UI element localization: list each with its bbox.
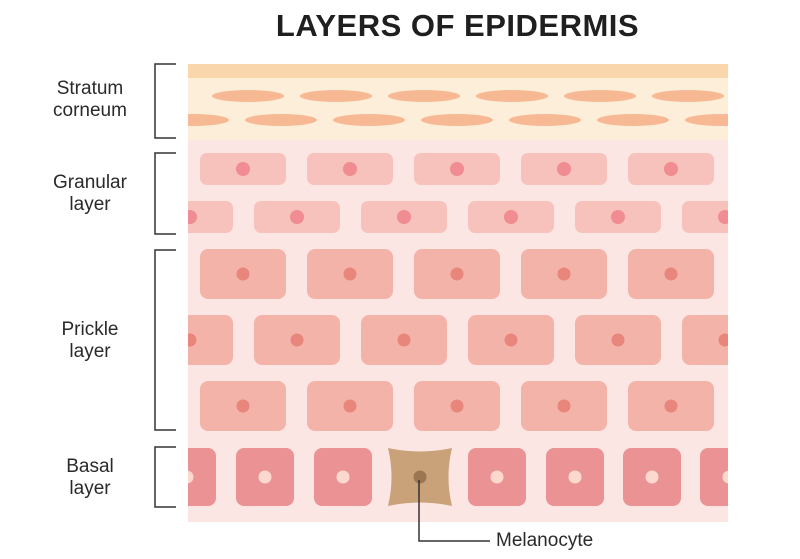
label-basal-layer: Basal layer (66, 456, 114, 499)
prickle-cell (682, 315, 728, 365)
label-granular-layer: Granular layer (53, 172, 127, 215)
granular-nucleus (504, 210, 518, 224)
prickle-nucleus (450, 399, 464, 413)
prickle-nucleus (397, 333, 411, 347)
granular-nucleus (188, 210, 197, 224)
melanocyte-nucleus (413, 470, 427, 484)
granular-nucleus (290, 210, 304, 224)
basal-cell (188, 448, 216, 506)
prickle-cell (188, 315, 233, 365)
granular-nucleus (450, 162, 464, 176)
granular-nucleus (236, 162, 250, 176)
corneum-cell (597, 114, 669, 126)
stratum-corneum-top-band (188, 64, 728, 78)
corneum-cell (245, 114, 317, 126)
granular-cell (735, 153, 800, 185)
granular-nucleus (611, 210, 625, 224)
corneum-cell (300, 90, 372, 102)
basal-nucleus (336, 470, 350, 484)
prickle-nucleus (450, 267, 464, 281)
corneum-cell (388, 90, 460, 102)
granular-nucleus (397, 210, 411, 224)
corneum-cell (421, 114, 493, 126)
prickle-nucleus (236, 399, 250, 413)
corneum-cell (476, 90, 548, 102)
prickle-nucleus (611, 333, 625, 347)
basal-nucleus (568, 470, 582, 484)
corneum-cell (509, 114, 581, 126)
melanocyte-leader-line (418, 480, 490, 542)
corneum-cell (685, 114, 728, 126)
granular-nucleus (664, 162, 678, 176)
corneum-cell (740, 90, 800, 102)
prickle-nucleus (236, 267, 250, 281)
granular-cell (682, 201, 728, 233)
prickle-nucleus (718, 333, 728, 347)
basal-layer-bracket (154, 446, 176, 508)
prickle-nucleus (290, 333, 304, 347)
corneum-cell (564, 90, 636, 102)
prickle-layer-bracket (154, 249, 176, 431)
prickle-cell (735, 249, 800, 299)
basal-nucleus (188, 470, 194, 484)
corneum-cell (212, 90, 284, 102)
granular-nucleus (718, 210, 728, 224)
corneum-cell (652, 90, 724, 102)
label-stratum-corneum: Stratum corneum (53, 78, 127, 121)
prickle-nucleus (557, 399, 571, 413)
basal-nucleus (490, 470, 504, 484)
granular-cell (188, 201, 233, 233)
basal-nucleus (645, 470, 659, 484)
granular-nucleus (343, 162, 357, 176)
prickle-nucleus (772, 268, 785, 281)
prickle-nucleus (343, 399, 357, 413)
basal-nucleus (258, 470, 272, 484)
basal-nucleus (722, 470, 728, 484)
label-prickle-layer: Prickle layer (61, 319, 119, 362)
prickle-nucleus (557, 267, 571, 281)
diagram-title: LAYERS OF EPIDERMIS (275, 8, 640, 43)
corneum-cell (333, 114, 405, 126)
corneum-cell (188, 114, 229, 126)
granular-nucleus (557, 162, 571, 176)
prickle-nucleus (664, 399, 678, 413)
granular-layer-bracket (154, 152, 176, 235)
granular-nucleus (771, 162, 785, 176)
prickle-nucleus (188, 333, 197, 347)
stratum-corneum-bracket (154, 63, 176, 139)
prickle-nucleus (664, 267, 678, 281)
prickle-nucleus (504, 333, 518, 347)
label-melanocyte: Melanocyte (496, 530, 594, 551)
basal-cell (700, 448, 728, 506)
prickle-nucleus (343, 267, 357, 281)
prickle-cell (735, 381, 800, 431)
prickle-nucleus (772, 400, 785, 413)
